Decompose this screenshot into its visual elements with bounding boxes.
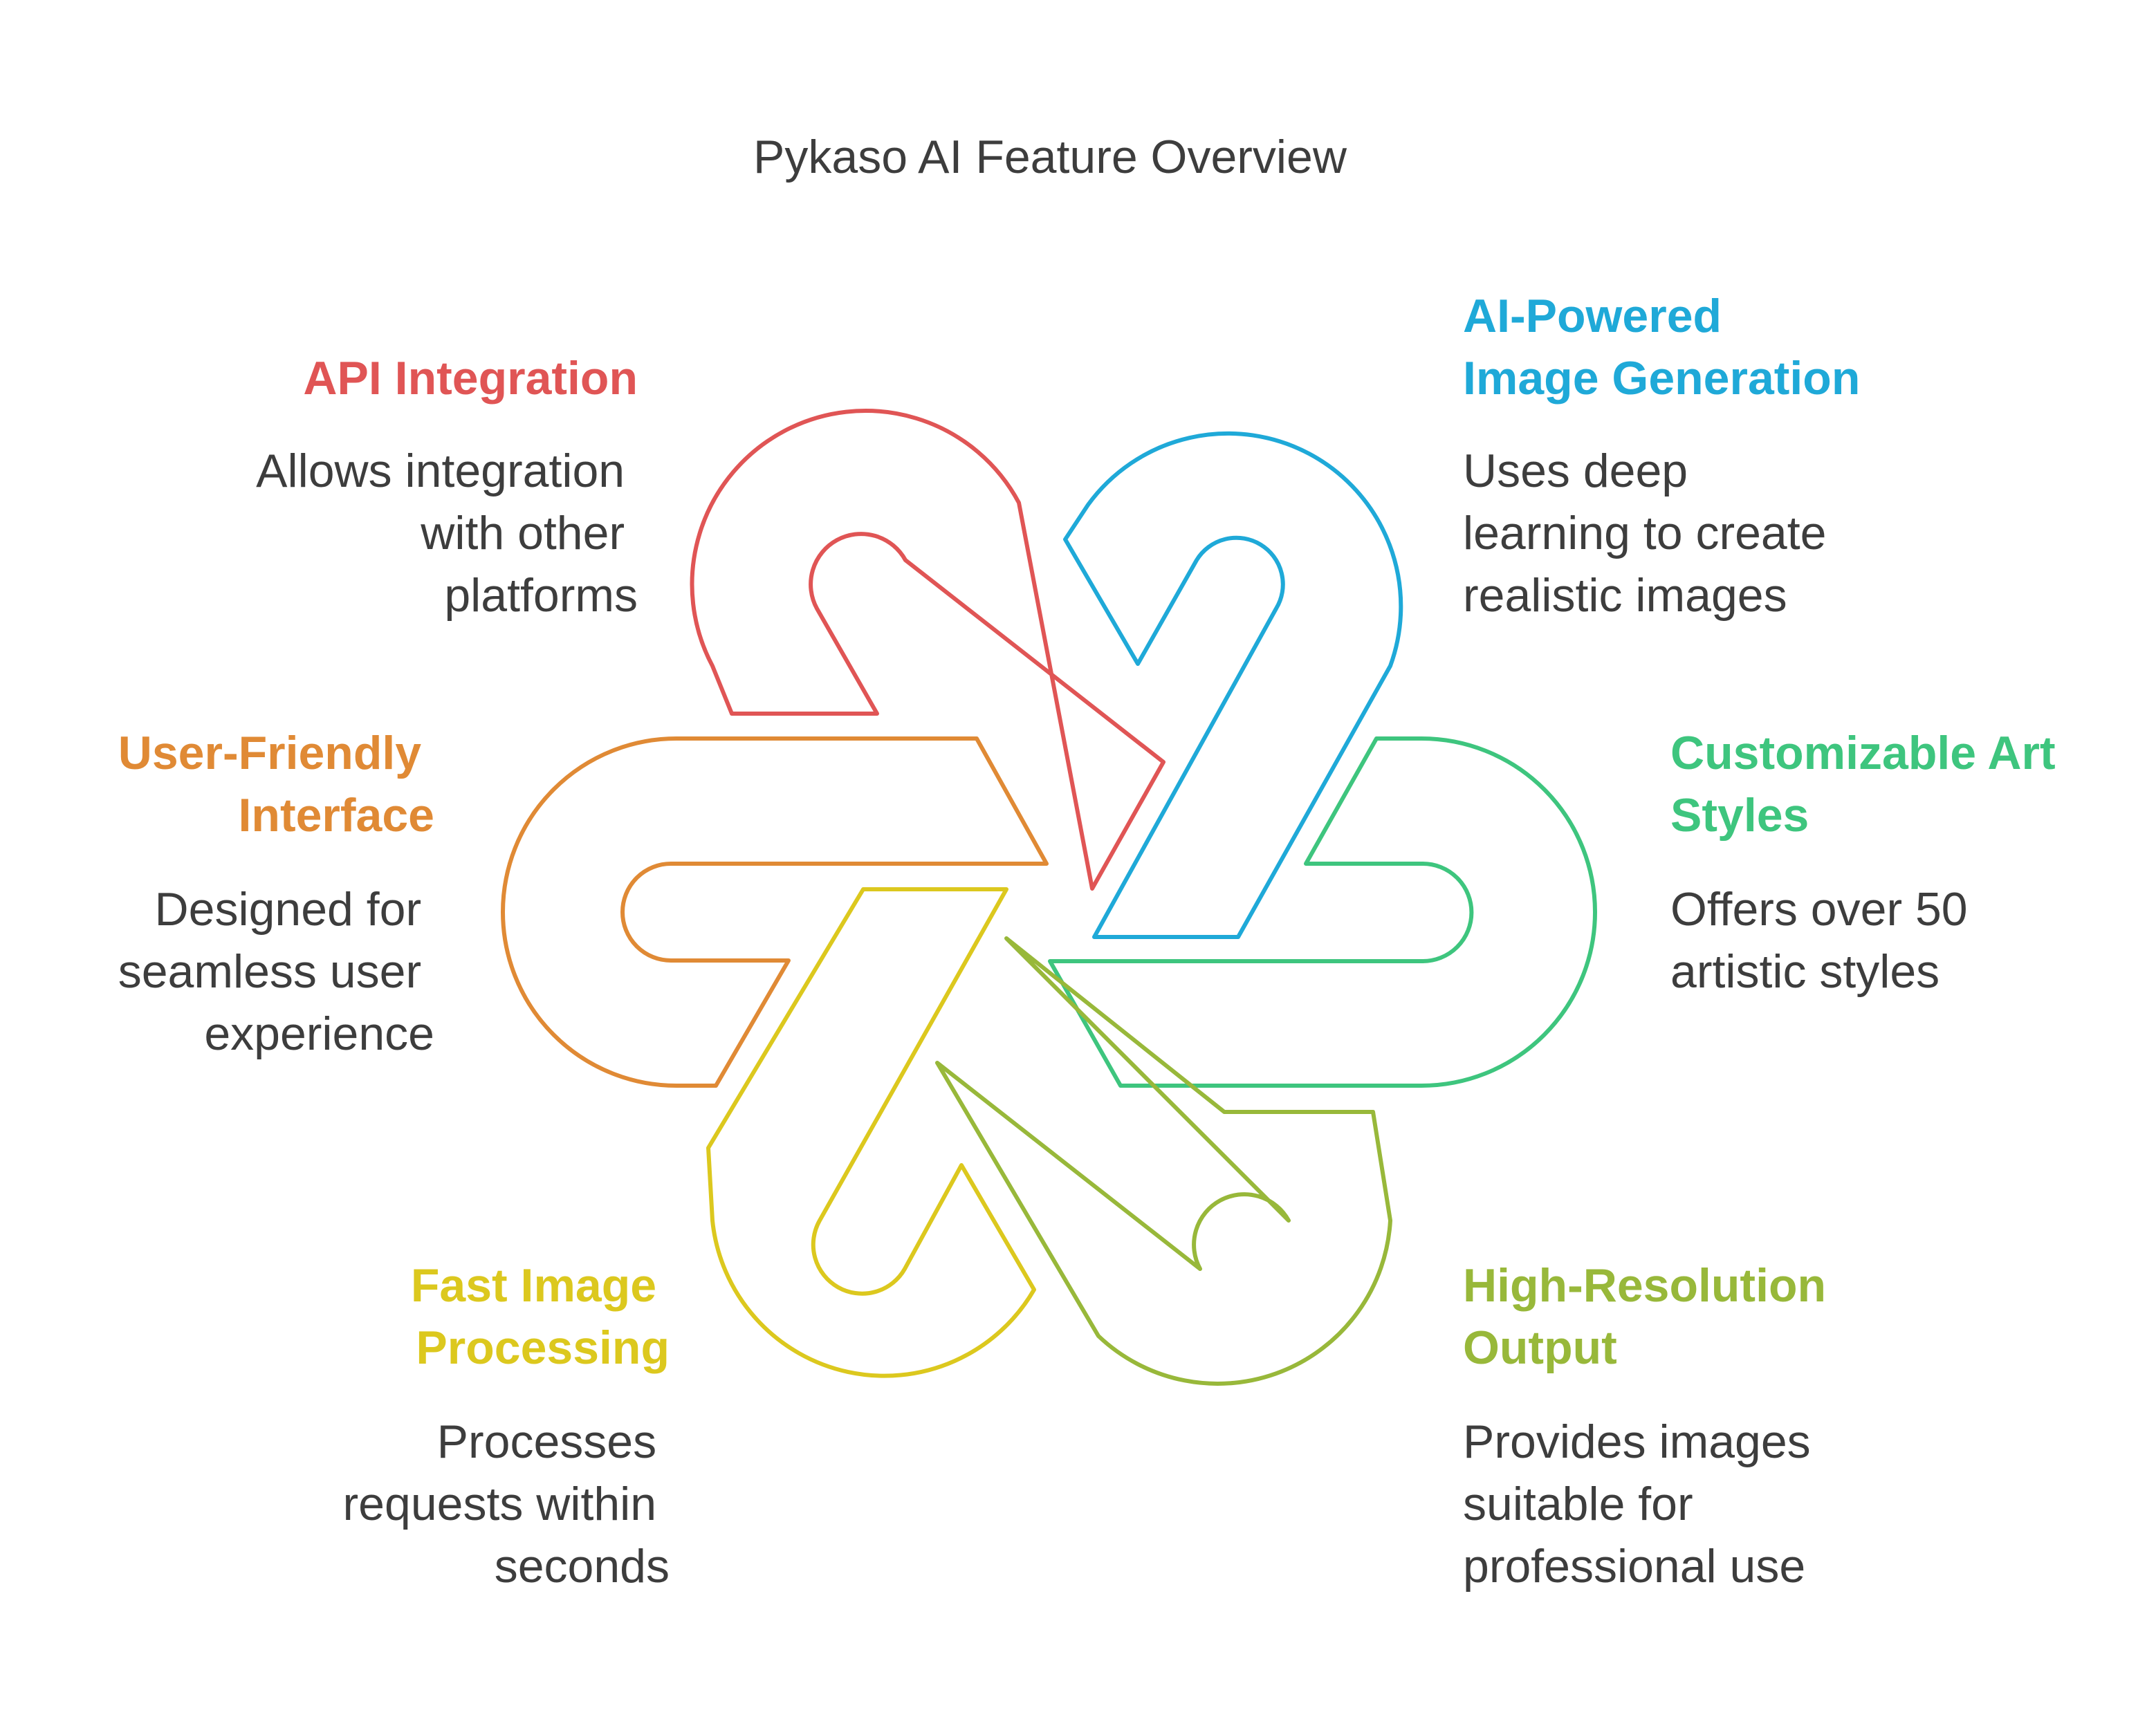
feature-description: Designed for seamless user experience	[118, 883, 434, 1060]
feature-description: Processes requests within seconds	[343, 1416, 670, 1593]
feature-user-friendly-interface: User-Friendly Interface Designed for sea…	[118, 727, 434, 1060]
feature-title: Customizable Art Styles	[1670, 727, 2069, 842]
feature-high-resolution-output: High-Resolution Output Provides images s…	[1463, 1259, 1839, 1593]
diagram-title: Pykaso AI Feature Overview	[753, 131, 1347, 183]
feature-title: API Integration	[303, 352, 638, 405]
user-friendly-interface-loop	[501, 736, 1049, 1088]
customizable-art-styles-loop	[1048, 736, 1597, 1088]
feature-description: Offers over 50 artistic styles	[1670, 883, 1981, 998]
feature-ai-powered-image-generation: AI-Powered Image Generation Uses deep le…	[1463, 290, 1860, 622]
feature-title: AI-Powered Image Generation	[1463, 290, 1860, 405]
feature-title: User-Friendly Interface	[118, 727, 434, 842]
feature-description: Allows integration with other platforms	[256, 445, 638, 622]
feature-fast-image-processing: Fast Image Processing Processes requests…	[343, 1259, 670, 1593]
feature-labels: API Integration Allows integration with …	[118, 290, 2069, 1593]
feature-title: Fast Image Processing	[411, 1259, 670, 1374]
feature-description: Uses deep learning to create realistic i…	[1463, 445, 1839, 622]
interlocking-star	[501, 409, 1597, 1386]
feature-description: Provides images suitable for professiona…	[1463, 1416, 1824, 1593]
feature-title: High-Resolution Output	[1463, 1259, 1839, 1374]
api-integration-loop	[690, 409, 1165, 891]
fast-image-processing-loop	[706, 887, 1036, 1378]
ai-powered-image-generation-loop	[1063, 431, 1403, 939]
high-resolution-output-loop	[935, 936, 1392, 1386]
feature-customizable-art-styles: Customizable Art Styles Offers over 50 a…	[1670, 727, 2069, 998]
feature-api-integration: API Integration Allows integration with …	[256, 352, 638, 622]
